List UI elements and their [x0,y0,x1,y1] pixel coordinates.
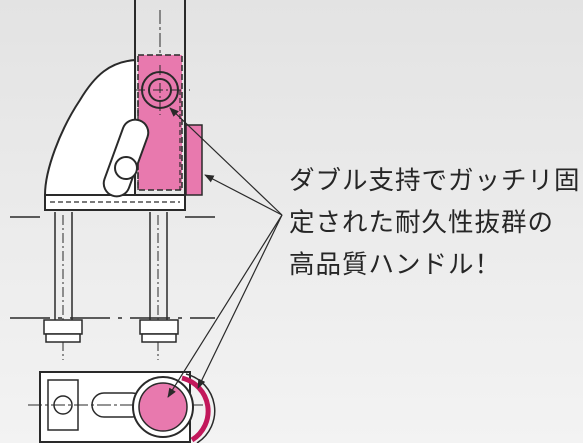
bolt-right [139,212,179,360]
caption-line-1: ダブル支持でガッチリ固 [289,166,581,196]
bracket-slot [102,118,150,198]
leader-lines [167,107,283,398]
bolt-left [43,212,83,360]
pink-side-plate [185,124,203,196]
mounting-plane [10,216,215,319]
caption-text: ダブル支持でガッチリ固 定された耐久性抜群の 高品質ハンドル！ [289,160,581,286]
pivot-pin [135,65,190,115]
caption-line-3: 高品質ハンドル！ [289,250,502,280]
caption-line-2: 定された耐久性抜群の [289,208,555,238]
